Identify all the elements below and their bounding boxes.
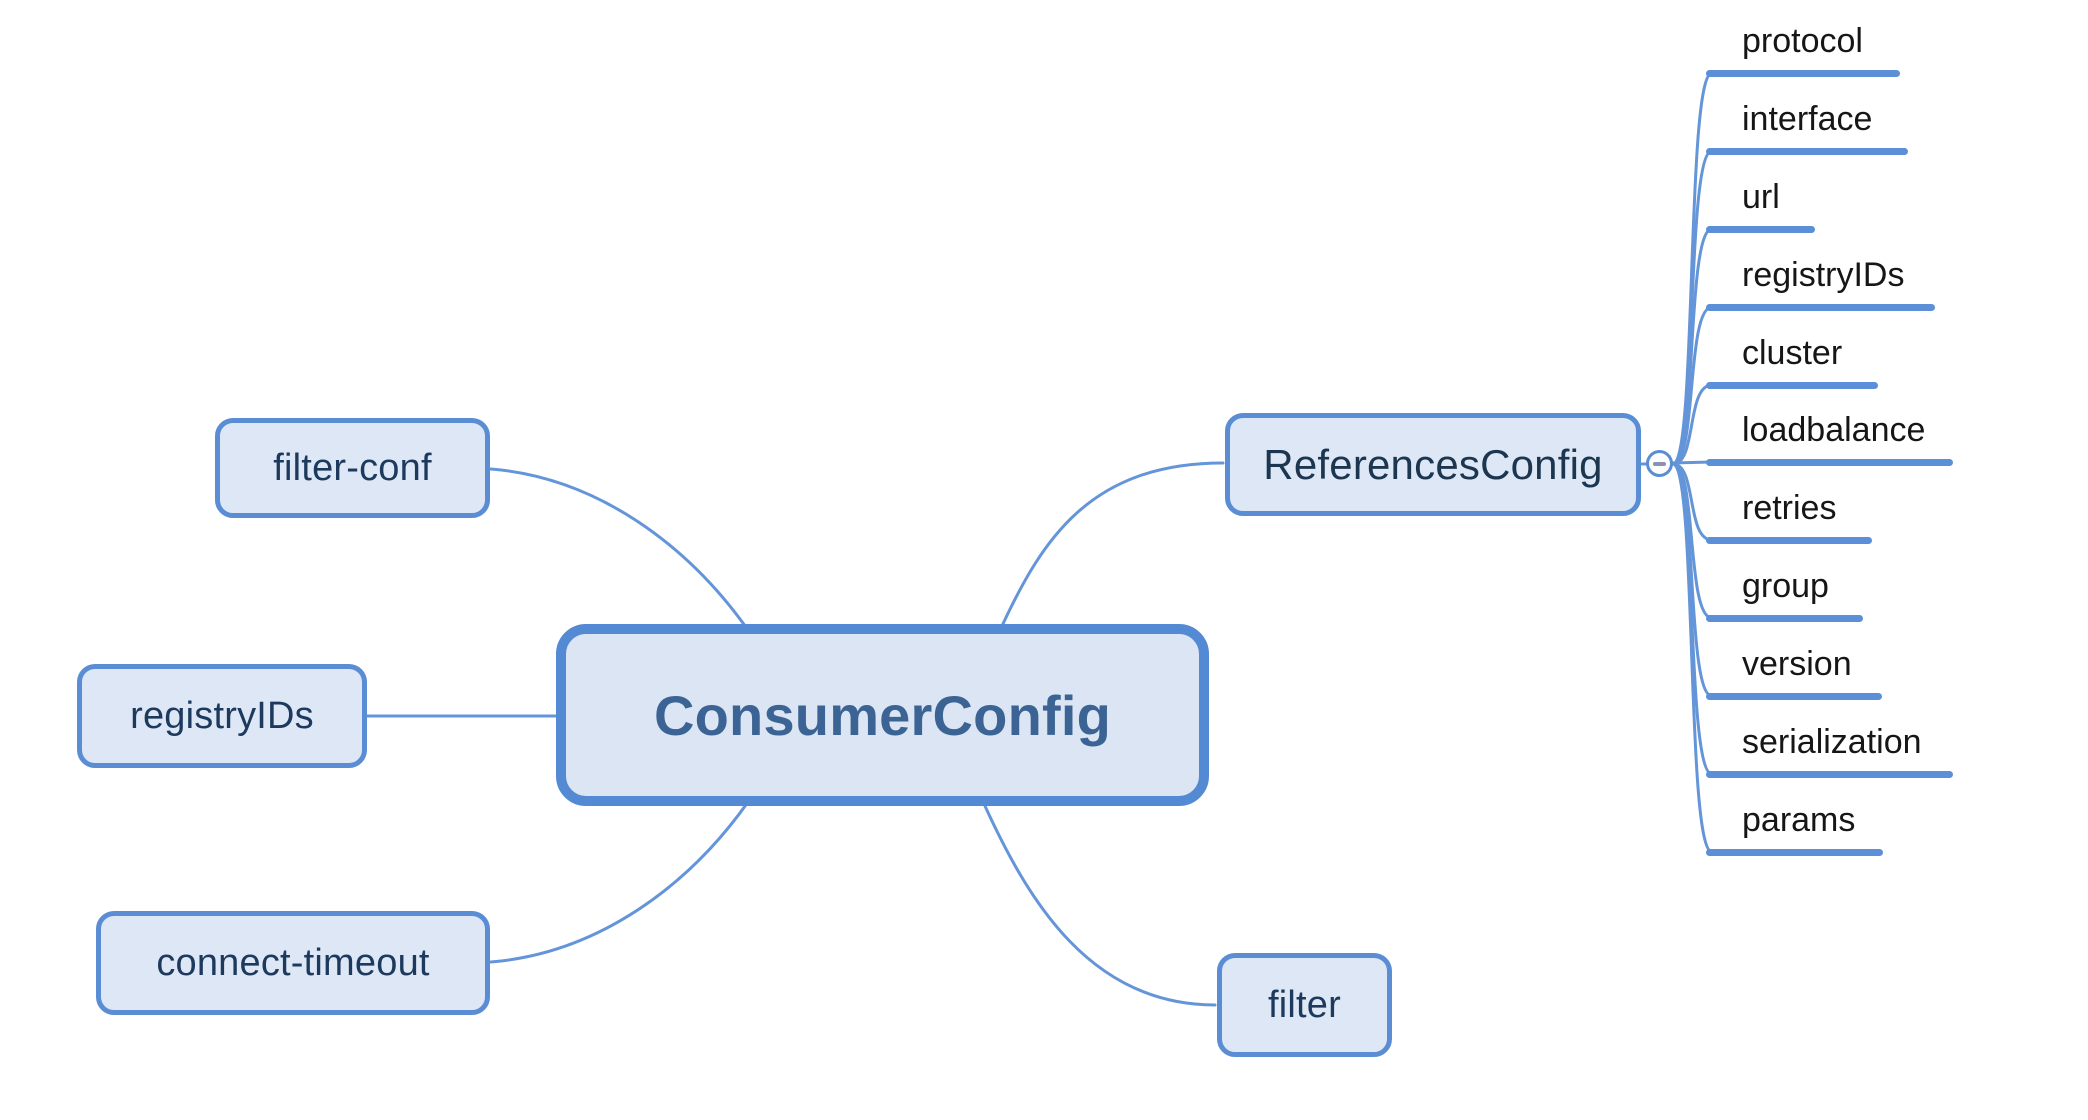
leaf-node-registryids[interactable]: registryIDs [1706,255,1935,311]
root-node-consumerconfig[interactable]: ConsumerConfig [556,624,1209,806]
node-label-filter: filter [1268,983,1341,1026]
node-registryids-left[interactable]: registryIDs [77,664,367,768]
connector-connect-timeout [489,800,750,964]
leaf-label-registryids: registryIDs [1742,256,1905,294]
connector-filter [983,804,1217,1007]
leaf-underline [1706,304,1935,311]
node-label-filter-conf: filter-conf [273,446,432,489]
leaf-label-url: url [1742,178,1780,216]
node-filter-conf[interactable]: filter-conf [215,418,490,518]
leaf-underline [1706,693,1882,700]
leaf-label-version: version [1742,645,1852,683]
root-node-label: ConsumerConfig [653,683,1111,747]
leaf-node-protocol[interactable]: protocol [1706,21,1900,77]
leaf-label-retries: retries [1742,489,1837,527]
leaf-underline [1706,771,1953,778]
connector-leaf-cluster [1671,383,1714,466]
connector-referencesconfig [1000,461,1225,628]
leaf-underline [1706,615,1863,622]
leaf-node-serialization[interactable]: serialization [1706,722,1953,778]
minus-icon [1653,461,1666,466]
leaf-node-loadbalance[interactable]: loadbalance [1706,410,1953,466]
leaf-label-group: group [1742,567,1829,605]
leaf-node-group[interactable]: group [1706,566,1863,622]
leaf-underline [1706,70,1900,77]
leaf-label-params: params [1742,801,1856,839]
connector-leaf-registryids [1671,305,1714,466]
collapse-button[interactable] [1646,450,1673,477]
leaf-underline [1706,226,1815,233]
leaf-underline [1706,148,1908,155]
node-filter[interactable]: filter [1217,953,1392,1057]
node-referencesconfig[interactable]: ReferencesConfig [1225,413,1641,516]
node-label-registryids-left: registryIDs [130,694,314,737]
leaf-node-url[interactable]: url [1706,177,1815,233]
node-label-referencesconfig: ReferencesConfig [1263,440,1603,488]
leaf-underline [1706,382,1878,389]
leaf-node-cluster[interactable]: cluster [1706,333,1878,389]
node-connect-timeout[interactable]: connect-timeout [96,911,490,1015]
connector-leaf-params [1671,462,1714,854]
leaf-label-cluster: cluster [1742,334,1843,372]
leaf-node-interface[interactable]: interface [1706,99,1908,155]
leaf-node-version[interactable]: version [1706,644,1882,700]
leaf-label-interface: interface [1742,100,1873,138]
connector-filter-conf [489,467,750,632]
leaf-underline [1706,849,1883,856]
leaf-node-params[interactable]: params [1706,800,1883,856]
leaf-underline [1706,459,1953,466]
leaf-label-loadbalance: loadbalance [1742,411,1926,449]
leaf-underline [1706,537,1872,544]
leaf-label-serialization: serialization [1742,723,1922,761]
node-label-connect-timeout: connect-timeout [156,941,430,984]
leaf-node-retries[interactable]: retries [1706,488,1872,544]
leaf-label-protocol: protocol [1742,22,1863,60]
